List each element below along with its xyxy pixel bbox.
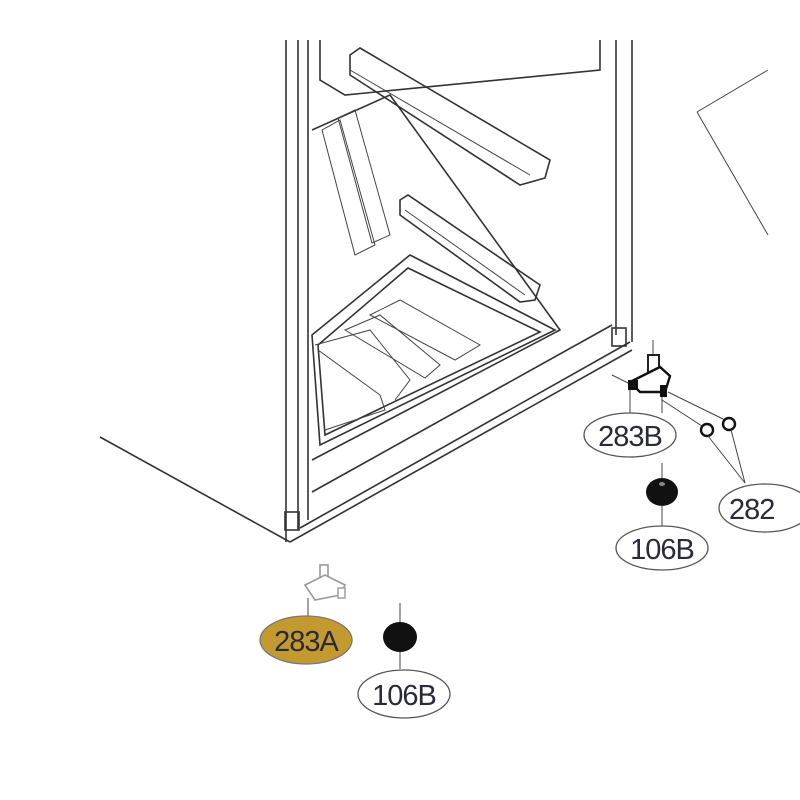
callout-label: 106B xyxy=(372,680,436,712)
callout-label: 106B xyxy=(630,534,694,566)
hinge-283b xyxy=(611,340,672,413)
callout-283a[interactable]: 283A xyxy=(259,615,353,665)
door-outline xyxy=(696,69,769,236)
callout-283b[interactable]: 283B xyxy=(583,412,677,458)
hinge-283a xyxy=(303,564,347,617)
callout-282[interactable]: 282 xyxy=(718,483,800,533)
callout-label: 283A xyxy=(274,626,339,658)
refrigerator-cabinet xyxy=(99,40,633,543)
leveling-foot-right xyxy=(646,463,678,526)
screws-282 xyxy=(661,391,746,484)
callout-label: 282 xyxy=(729,494,774,526)
callout-106b-left[interactable]: 106B xyxy=(357,669,451,719)
leveling-foot-left xyxy=(383,603,417,669)
callout-106b-right[interactable]: 106B xyxy=(615,525,709,571)
callout-label: 283B xyxy=(598,421,662,453)
